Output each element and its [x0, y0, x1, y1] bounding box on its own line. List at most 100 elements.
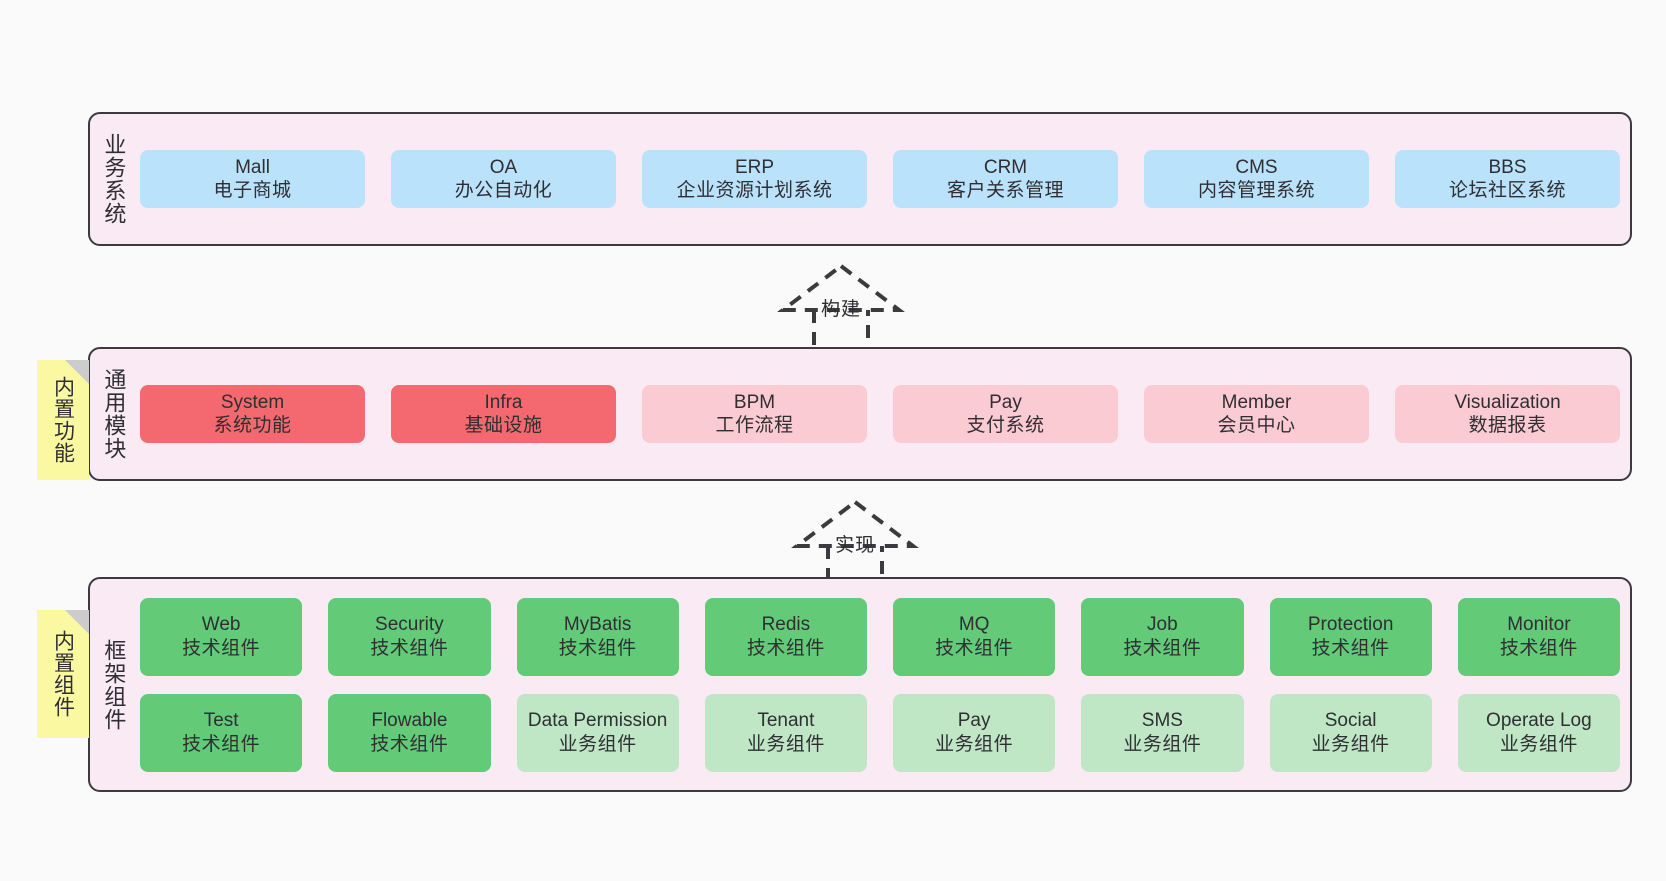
card-redis[interactable]: Redis 技术组件 [704, 597, 867, 676]
card-title: CMS [1235, 156, 1278, 178]
card-subtitle: 业务组件 [1499, 733, 1578, 755]
card-protection[interactable]: Protection 技术组件 [1269, 597, 1432, 676]
card-title: Web [201, 614, 241, 636]
card-subtitle: 技术组件 [746, 637, 825, 659]
card-title: MQ [958, 614, 990, 636]
note-builtin-components: 内置组件 [37, 610, 89, 738]
card-row: System 系统功能 Infra 基础设施 BPM 工作流程 Pay 支付系统… [140, 384, 1620, 444]
card-row-technical: Web 技术组件 Security 技术组件 MyBatis 技术组件 Redi… [140, 597, 1620, 676]
card-infra[interactable]: Infra 基础设施 [391, 384, 616, 444]
layer-body-framework-components: Web 技术组件 Security 技术组件 MyBatis 技术组件 Redi… [136, 579, 1630, 790]
layer-title-common-modules: 通用模块 [101, 368, 127, 460]
connector-label: 实现 [834, 535, 876, 556]
card-mybatis[interactable]: MyBatis 技术组件 [516, 597, 679, 676]
layer-body-common-modules: System 系统功能 Infra 基础设施 BPM 工作流程 Pay 支付系统… [136, 349, 1630, 479]
card-title: Security [375, 614, 444, 636]
card-data-permission[interactable]: Data Permission 业务组件 [516, 693, 679, 772]
card-title: OA [489, 156, 518, 178]
card-pay-module[interactable]: Pay 支付系统 [893, 384, 1118, 444]
card-operate-log[interactable]: Operate Log 业务组件 [1457, 693, 1620, 772]
card-subtitle: 工作流程 [715, 415, 794, 436]
note-fold-corner-icon [65, 360, 89, 384]
card-job[interactable]: Job 技术组件 [1081, 597, 1244, 676]
layer-body-business-systems: Mall 电子商城 OA 办公自动化 ERP 企业资源计划系统 CRM 客户关系… [136, 114, 1630, 244]
card-subtitle: 业务组件 [935, 733, 1014, 755]
card-mq[interactable]: MQ 技术组件 [893, 597, 1056, 676]
card-social[interactable]: Social 业务组件 [1269, 693, 1432, 772]
card-subtitle: 技术组件 [558, 637, 637, 659]
note-builtin-features: 内置功能 [37, 360, 89, 480]
card-title: Data Permission [527, 710, 668, 732]
card-oa[interactable]: OA 办公自动化 [391, 149, 616, 209]
card-subtitle: 支付系统 [966, 415, 1045, 436]
card-title: Operate Log [1486, 710, 1592, 732]
card-crm[interactable]: CRM 客户关系管理 [893, 149, 1118, 209]
card-subtitle: 业务组件 [558, 733, 637, 755]
card-title: Mall [235, 156, 270, 178]
card-subtitle: 企业资源计划系统 [676, 180, 833, 201]
card-row-business: Test 技术组件 Flowable 技术组件 Data Permission … [140, 693, 1620, 772]
card-subtitle: 数据报表 [1468, 415, 1547, 436]
card-title: System [220, 391, 285, 413]
card-subtitle: 技术组件 [182, 733, 261, 755]
card-subtitle: 论坛社区系统 [1448, 180, 1566, 201]
layer-common-modules: 通用模块 System 系统功能 Infra 基础设施 BPM 工作流程 Pay… [88, 347, 1632, 481]
card-web[interactable]: Web 技术组件 [140, 597, 303, 676]
card-subtitle: 业务组件 [746, 733, 825, 755]
card-test[interactable]: Test 技术组件 [140, 693, 303, 772]
card-system[interactable]: System 系统功能 [140, 384, 365, 444]
card-title: Job [1147, 614, 1178, 636]
card-title: Social [1324, 710, 1377, 732]
layer-business-systems: 业务系统 Mall 电子商城 OA 办公自动化 ERP 企业资源计划系统 CRM… [88, 112, 1632, 246]
card-cms[interactable]: CMS 内容管理系统 [1144, 149, 1369, 209]
card-subtitle: 电子商城 [213, 180, 292, 201]
card-subtitle: 业务组件 [1123, 733, 1202, 755]
card-subtitle: 业务组件 [1311, 733, 1390, 755]
card-title: Redis [761, 614, 811, 636]
card-visualization[interactable]: Visualization 数据报表 [1395, 384, 1620, 444]
card-subtitle: 客户关系管理 [946, 180, 1064, 201]
connector-label: 构建 [820, 299, 862, 320]
card-mall[interactable]: Mall 电子商城 [140, 149, 365, 209]
card-sms[interactable]: SMS 业务组件 [1081, 693, 1244, 772]
card-subtitle: 技术组件 [1499, 637, 1578, 659]
card-subtitle: 会员中心 [1217, 415, 1296, 436]
card-title: CRM [983, 156, 1028, 178]
layer-framework-components: 框架组件 Web 技术组件 Security 技术组件 MyBatis 技术组件… [88, 577, 1632, 792]
card-subtitle: 技术组件 [370, 733, 449, 755]
layer-title-business-systems: 业务系统 [101, 133, 127, 225]
card-subtitle: 基础设施 [464, 415, 543, 436]
connector-build: 构建 [756, 258, 926, 358]
note-label: 内置功能 [51, 376, 75, 464]
card-title: Protection [1307, 614, 1394, 636]
card-title: Infra [484, 391, 523, 413]
card-subtitle: 办公自动化 [454, 180, 553, 201]
card-monitor[interactable]: Monitor 技术组件 [1457, 597, 1620, 676]
card-title: BBS [1488, 156, 1527, 178]
card-title: Test [203, 710, 239, 732]
card-erp[interactable]: ERP 企业资源计划系统 [642, 149, 867, 209]
card-pay-component[interactable]: Pay 业务组件 [893, 693, 1056, 772]
card-bbs[interactable]: BBS 论坛社区系统 [1395, 149, 1620, 209]
card-title: Monitor [1507, 614, 1571, 636]
card-title: ERP [734, 156, 775, 178]
card-title: Visualization [1454, 391, 1561, 413]
card-subtitle: 技术组件 [370, 637, 449, 659]
note-fold-corner-icon [65, 610, 89, 634]
card-title: Tenant [757, 710, 815, 732]
card-bpm[interactable]: BPM 工作流程 [642, 384, 867, 444]
card-subtitle: 技术组件 [935, 637, 1014, 659]
layer-title-framework-components: 框架组件 [101, 638, 127, 731]
card-title: Pay [957, 710, 991, 732]
card-title: Flowable [371, 710, 448, 732]
card-subtitle: 技术组件 [1311, 637, 1390, 659]
card-subtitle: 内容管理系统 [1197, 180, 1315, 201]
card-security[interactable]: Security 技术组件 [328, 597, 491, 676]
card-title: Member [1221, 391, 1292, 413]
card-subtitle: 技术组件 [182, 637, 261, 659]
card-flowable[interactable]: Flowable 技术组件 [328, 693, 491, 772]
card-member[interactable]: Member 会员中心 [1144, 384, 1369, 444]
card-tenant[interactable]: Tenant 业务组件 [704, 693, 867, 772]
card-title: Pay [989, 391, 1022, 413]
